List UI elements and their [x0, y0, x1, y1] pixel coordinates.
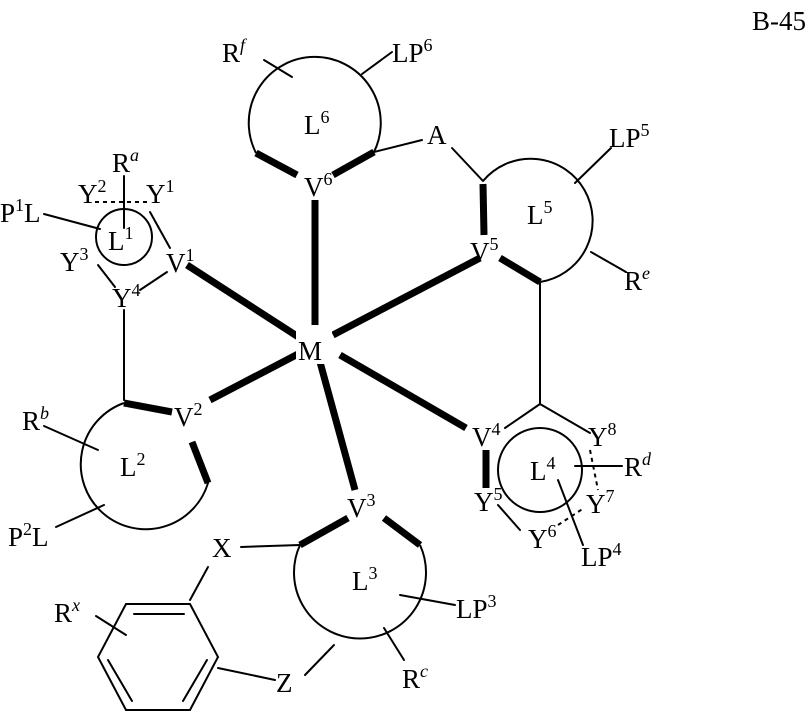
bond-m-v1 [187, 265, 300, 338]
bond-v2-ring-l2 [124, 403, 172, 412]
ring-l4-label: L4 [530, 453, 556, 486]
substituent-rx-label: Rx [54, 595, 80, 628]
atom-x-label: X [212, 533, 232, 563]
substituent-re-label: Re [624, 263, 650, 296]
substituent-rd-label: Rd [624, 449, 652, 482]
bond-v5-ring-l5-lower [500, 258, 540, 282]
bond-x-benzene [190, 567, 208, 600]
substituent-ra-label: Ra [112, 145, 139, 178]
bond-lp4 [558, 480, 583, 545]
benzene-inner-bond-3 [108, 660, 132, 701]
bond-y4-v1 [140, 272, 167, 290]
bond-benzene-z [218, 668, 275, 680]
substituent-lp6-label: LP6 [392, 35, 433, 68]
atom-y2-label: Y2 [78, 176, 107, 209]
atom-v6-label: V6 [304, 169, 333, 202]
atom-y1-label: Y1 [146, 176, 175, 209]
atom-v2-label: V2 [174, 399, 203, 432]
substituent-rf-label: Rf [222, 35, 248, 68]
atom-a-label: A [427, 120, 447, 150]
substituent-lp3-label: LP3 [456, 591, 497, 624]
ring-l4-dashed-bond [590, 450, 598, 490]
atom-v5-label: V5 [470, 234, 499, 267]
substituent-p1l-label: P1L [0, 195, 41, 228]
benzene-inner-bond-2 [183, 660, 207, 701]
bond-v6-ring-l6-left [256, 153, 297, 175]
ring-l6-label: L6 [304, 107, 330, 140]
bond-lp5 [575, 148, 611, 183]
ring-l1-label: L1 [108, 223, 134, 256]
ring-l5-label: L5 [527, 197, 553, 230]
atom-v4-label: V4 [472, 419, 501, 452]
substituent-rb-label: Rb [22, 403, 49, 436]
ring-l3-label: L3 [352, 563, 378, 596]
bond-m-v3 [320, 362, 355, 490]
substituent-rc-label: Rc [402, 661, 428, 694]
atom-y8-label: Y8 [588, 419, 617, 452]
bond-m-v5 [333, 258, 480, 335]
center-metal-label: M [298, 336, 322, 366]
compound-id-label: B-45 [752, 6, 806, 36]
bond-y1-v1 [150, 212, 170, 248]
bond-a-ring-l5 [452, 148, 483, 181]
atom-z-label: Z [276, 668, 293, 698]
atom-y3-label: Y3 [60, 244, 89, 277]
bond-y5-y6 [498, 505, 520, 530]
atom-y4-label: Y4 [112, 280, 141, 313]
atom-y6-label: Y6 [528, 521, 557, 554]
atom-y5-label: Y5 [474, 484, 503, 517]
bond-v4-l4 [505, 404, 540, 428]
bond-x-ring-l3 [241, 545, 300, 547]
bond-z-ring-l3 [305, 645, 334, 675]
bond-re [591, 252, 626, 272]
bond-v5-ring-l5 [483, 184, 484, 235]
substituent-lp4-label: LP4 [581, 539, 622, 572]
atom-y7-label: Y7 [586, 486, 615, 519]
bond-v3-ring-l3-right [384, 518, 420, 545]
bond-v6-ring-l6-right [333, 152, 374, 175]
benzene-ring [98, 604, 218, 710]
bond-p1l [44, 214, 100, 229]
bond-v3-ring-l3-left [300, 518, 348, 545]
substituent-lp5-label: LP5 [609, 120, 650, 153]
bond-lp6 [362, 52, 392, 74]
bond-ring-l6-a [374, 140, 422, 152]
atom-v3-label: V3 [347, 490, 376, 523]
atom-v1-label: V1 [166, 245, 195, 278]
ring-l2-label: L2 [120, 449, 146, 482]
bond-m-v4 [340, 355, 466, 428]
bond-lp3 [400, 595, 455, 605]
bond-m-v2 [210, 353, 300, 400]
substituent-p2l-label: P2L [8, 519, 49, 552]
